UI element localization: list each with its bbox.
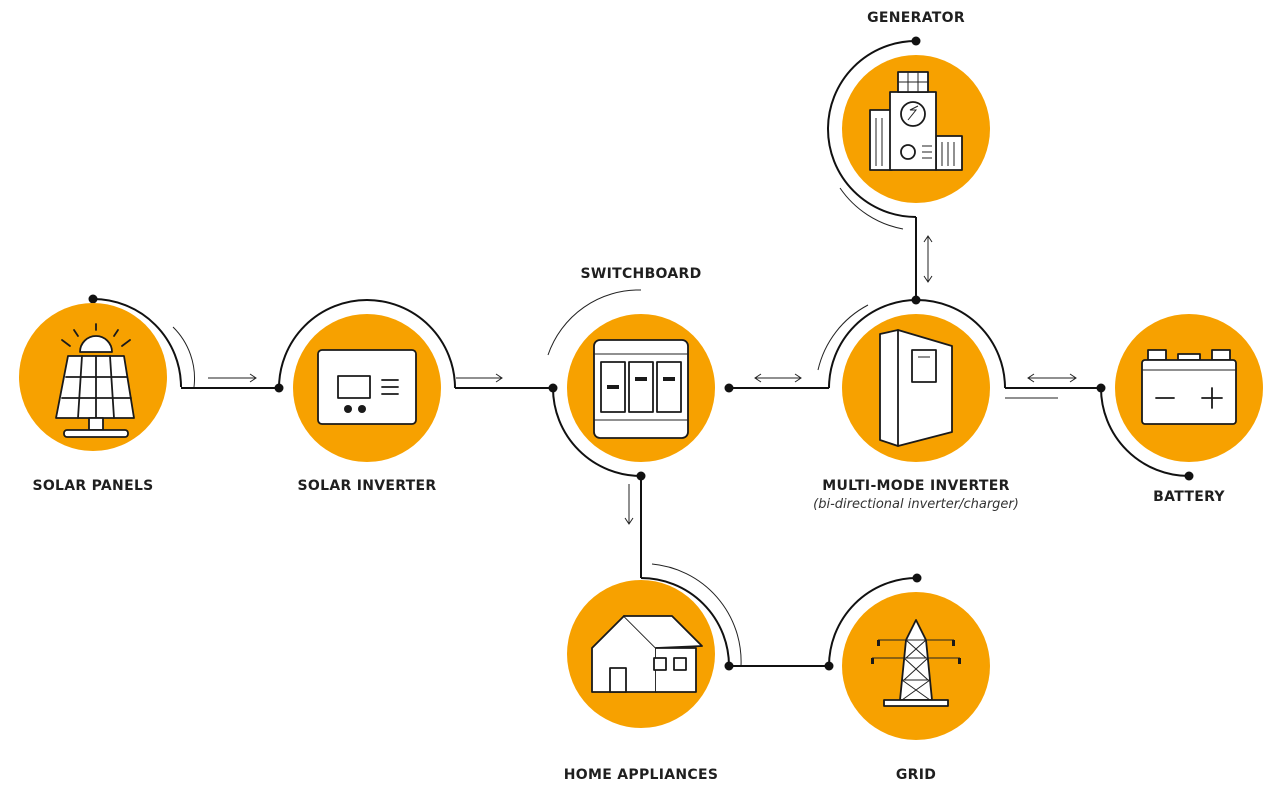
flow-arrows bbox=[208, 235, 1077, 525]
label-multi-mode-inverter-sub: (bi-directional inverter/charger) bbox=[813, 497, 1019, 512]
label-grid: GRID bbox=[895, 767, 937, 783]
connector-dots bbox=[88, 36, 1194, 671]
connector-lines bbox=[92, 40, 1190, 667]
arrow-right-icon bbox=[456, 373, 503, 383]
label-multi-mode-inverter: MULTI-MODE INVERTER bbox=[822, 478, 1010, 494]
label-switchboard: SWITCHBOARD bbox=[580, 266, 702, 282]
label-generator: GENERATOR bbox=[867, 10, 965, 26]
power-plant-icon bbox=[869, 71, 963, 171]
arrow-vertical-bidirectional-icon bbox=[923, 235, 933, 283]
arrow-bidirectional-icon bbox=[754, 373, 802, 383]
solar-panel-icon bbox=[55, 323, 135, 438]
house-icon bbox=[591, 615, 703, 693]
pylon-icon bbox=[871, 619, 961, 707]
arrow-right-icon bbox=[208, 373, 257, 383]
label-home-appliances: HOME APPLIANCES bbox=[563, 767, 719, 783]
inverter-cabinet-icon bbox=[879, 329, 953, 447]
battery-icon bbox=[1141, 349, 1237, 425]
arrow-down-icon bbox=[624, 484, 634, 525]
label-solar-panels: SOLAR PANELS bbox=[32, 478, 154, 494]
arrow-bidirectional-icon bbox=[1027, 373, 1077, 383]
label-battery: BATTERY bbox=[1153, 489, 1225, 505]
label-solar-inverter: SOLAR INVERTER bbox=[297, 478, 437, 494]
switchboard-icon bbox=[593, 339, 689, 439]
inverter-icon bbox=[317, 349, 417, 425]
